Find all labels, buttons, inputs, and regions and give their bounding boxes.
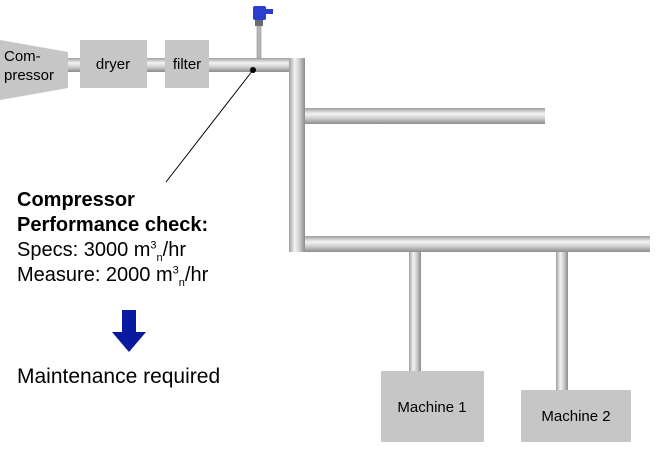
drop-pipe-1 <box>409 252 421 372</box>
machine-1-box <box>381 371 484 442</box>
drop-pipe-2 <box>556 252 568 392</box>
down-arrow-icon <box>112 310 146 352</box>
flow-sensor-icon <box>253 6 273 59</box>
lower-branch-pipe <box>305 236 650 252</box>
check-title-line2: Performance check: <box>17 214 209 236</box>
filter-label: filter <box>173 56 201 73</box>
machine-1-label: Machine 1 <box>397 399 466 416</box>
compressor-label-line1: Com- <box>4 48 41 65</box>
machine-2-label: Machine 2 <box>541 408 610 425</box>
specs-unit-volume: m <box>133 239 151 261</box>
measure-unit-rate: /hr <box>184 264 209 286</box>
dryer-label: dryer <box>96 56 130 73</box>
dryer-box <box>80 40 147 88</box>
specs-line: Specs: 3000 m3n/hr <box>17 238 208 264</box>
check-title-line1: Compressor <box>17 189 135 211</box>
measure-line: Measure: 2000 m3n/hr <box>17 263 209 289</box>
specs-unit-normal: n <box>156 252 163 264</box>
machine-2-box <box>521 390 631 442</box>
measure-unit-normal: n <box>178 277 185 289</box>
measure-unit-volume: m <box>155 264 173 286</box>
specs-unit-rate: /hr <box>162 239 187 261</box>
specs-text: Specs: 3000 <box>17 239 134 261</box>
maintenance-result: Maintenance required <box>17 365 221 388</box>
compressor-label-line2: pressor <box>4 67 54 84</box>
header-pipe <box>289 58 305 252</box>
upper-branch-pipe <box>305 108 545 124</box>
specs-unit-cubic: 3 <box>150 239 157 252</box>
measure-text: Measure: 2000 <box>17 264 156 286</box>
compressor-block <box>0 40 68 100</box>
leader-line <box>165 69 254 183</box>
performance-check-panel: Compressor Performance check: Specs: 300… <box>17 188 209 289</box>
filter-box <box>165 40 209 88</box>
measure-unit-cubic: 3 <box>172 264 179 277</box>
